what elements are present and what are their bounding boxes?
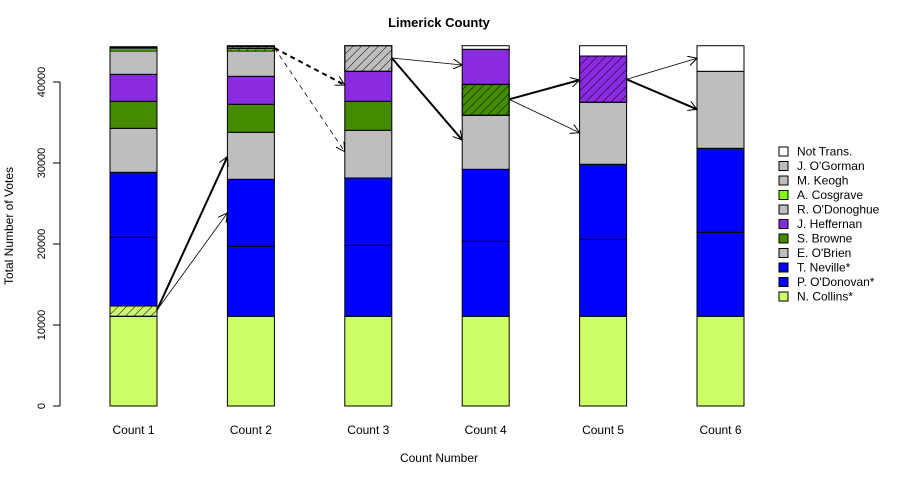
- legend-swatch: [778, 175, 789, 186]
- bar-segment: [109, 50, 158, 75]
- legend-label: T. Neville*: [797, 261, 851, 275]
- bar-segment-hatch: [344, 45, 393, 72]
- legend-label: E. O'Brien: [797, 246, 851, 260]
- bar-segment: [344, 177, 393, 246]
- x-tick-label: Count 2: [230, 423, 272, 437]
- bar-stack-2: [226, 45, 275, 407]
- transfer-arrow: [508, 80, 579, 101]
- x-tick-label: Count 6: [699, 423, 741, 437]
- bar-segment: [109, 127, 158, 173]
- bar-stack-1: [109, 46, 158, 407]
- transfer-arrow: [626, 78, 697, 109]
- bar-segment-hatch: [461, 83, 510, 116]
- x-tick-label: Count 1: [112, 423, 154, 437]
- x-tick-label: Count 3: [347, 423, 389, 437]
- x-tick-label: Count 4: [465, 423, 507, 437]
- transfer-arrows: [156, 47, 697, 311]
- bar-segment-hatch: [109, 305, 158, 317]
- transfer-arrow: [509, 98, 579, 132]
- bar-stack-6: [696, 45, 745, 407]
- legend-swatch: [778, 204, 789, 215]
- y-axis-label: Total Number of Votes: [2, 167, 16, 285]
- y-tick-label: 30000: [36, 148, 48, 179]
- x-axis-label: Count Number: [400, 451, 478, 465]
- legend-label: J. Heffernan: [797, 217, 862, 231]
- transfer-arrow: [626, 58, 697, 80]
- bar-segment: [226, 178, 275, 247]
- legend-swatch: [778, 277, 789, 287]
- bar-segment: [461, 114, 510, 170]
- legend-swatch: [778, 219, 789, 229]
- bar-segment: [344, 129, 393, 179]
- bar-segment: [696, 70, 745, 149]
- legend-swatch: [778, 190, 789, 200]
- transfer-arrow: [274, 47, 344, 152]
- y-tick-label: 10000: [36, 310, 48, 341]
- bar-segment: [226, 315, 275, 407]
- chart-title: Limerick County: [388, 15, 491, 30]
- bar-segment: [109, 171, 158, 238]
- bar-segment: [579, 238, 628, 317]
- bar-segment: [461, 45, 510, 50]
- legend-swatch: [778, 262, 789, 273]
- bar-segment: [579, 45, 628, 57]
- bar-segment: [344, 244, 393, 317]
- bar-segment: [109, 100, 158, 129]
- legend-label: A. Cosgrave: [797, 188, 863, 202]
- bars: [109, 45, 745, 407]
- bar-segment: [696, 315, 745, 407]
- legend-label: S. Browne: [797, 232, 853, 246]
- legend-label: R. O'Donoghue: [797, 203, 880, 217]
- bar-segment: [579, 315, 628, 407]
- transfer-arrow: [391, 57, 463, 140]
- bar-stack-5: [579, 45, 628, 407]
- y-tick-label: 40000: [36, 67, 48, 98]
- bar-segment: [696, 45, 745, 72]
- bar-segment: [344, 100, 393, 131]
- bar-stack-4: [461, 45, 510, 407]
- transfer-arrow: [391, 57, 462, 65]
- bar-segment-hatch: [579, 55, 628, 103]
- bar-segment: [226, 75, 275, 105]
- transfer-arrow: [156, 157, 227, 311]
- bar-segment: [226, 245, 275, 317]
- bar-segment: [226, 131, 275, 180]
- bar-segment-hatch: [226, 45, 275, 48]
- transfer-arrow: [273, 47, 344, 86]
- bar-segment: [109, 315, 158, 407]
- legend-swatch: [778, 291, 789, 302]
- y-axis: 0 10000 20000 30000 40000: [36, 67, 61, 409]
- bar-segment: [109, 236, 158, 307]
- bar-stack-3: [344, 45, 393, 407]
- legend-label: Not Trans.: [797, 145, 852, 159]
- x-tick-labels: Count 1 Count 2 Count 3 Count 4 Count 5 Count…: [112, 423, 741, 437]
- legend-label: N. Collins*: [797, 290, 853, 304]
- legend-swatch: [778, 233, 789, 244]
- legend-label: M. Keogh: [797, 174, 848, 188]
- legend-swatch: [778, 161, 789, 171]
- y-tick-label: 0: [36, 403, 48, 409]
- x-tick-label: Count 5: [582, 423, 624, 437]
- y-tick-label: 20000: [36, 229, 48, 260]
- legend-label: P. O'Donovan*: [797, 275, 875, 289]
- bar-segment: [226, 50, 275, 77]
- transfer-arrow: [156, 213, 227, 311]
- bar-segment: [344, 315, 393, 407]
- bar-segment: [579, 101, 628, 165]
- legend-label: J. O'Gorman: [797, 159, 865, 173]
- bar-segment: [461, 315, 510, 407]
- bar-segment: [696, 147, 745, 233]
- bar-segment: [461, 240, 510, 317]
- legend-swatch: [778, 248, 789, 258]
- bar-segment: [579, 163, 628, 240]
- legend-swatch: [778, 146, 789, 157]
- bar-segment: [461, 48, 510, 85]
- bar-segment: [109, 46, 158, 48]
- bar-segment: [109, 73, 158, 102]
- bar-segment: [226, 103, 275, 133]
- bar-segment: [461, 168, 510, 242]
- bar-segment: [696, 231, 745, 317]
- bar-segment: [344, 70, 393, 102]
